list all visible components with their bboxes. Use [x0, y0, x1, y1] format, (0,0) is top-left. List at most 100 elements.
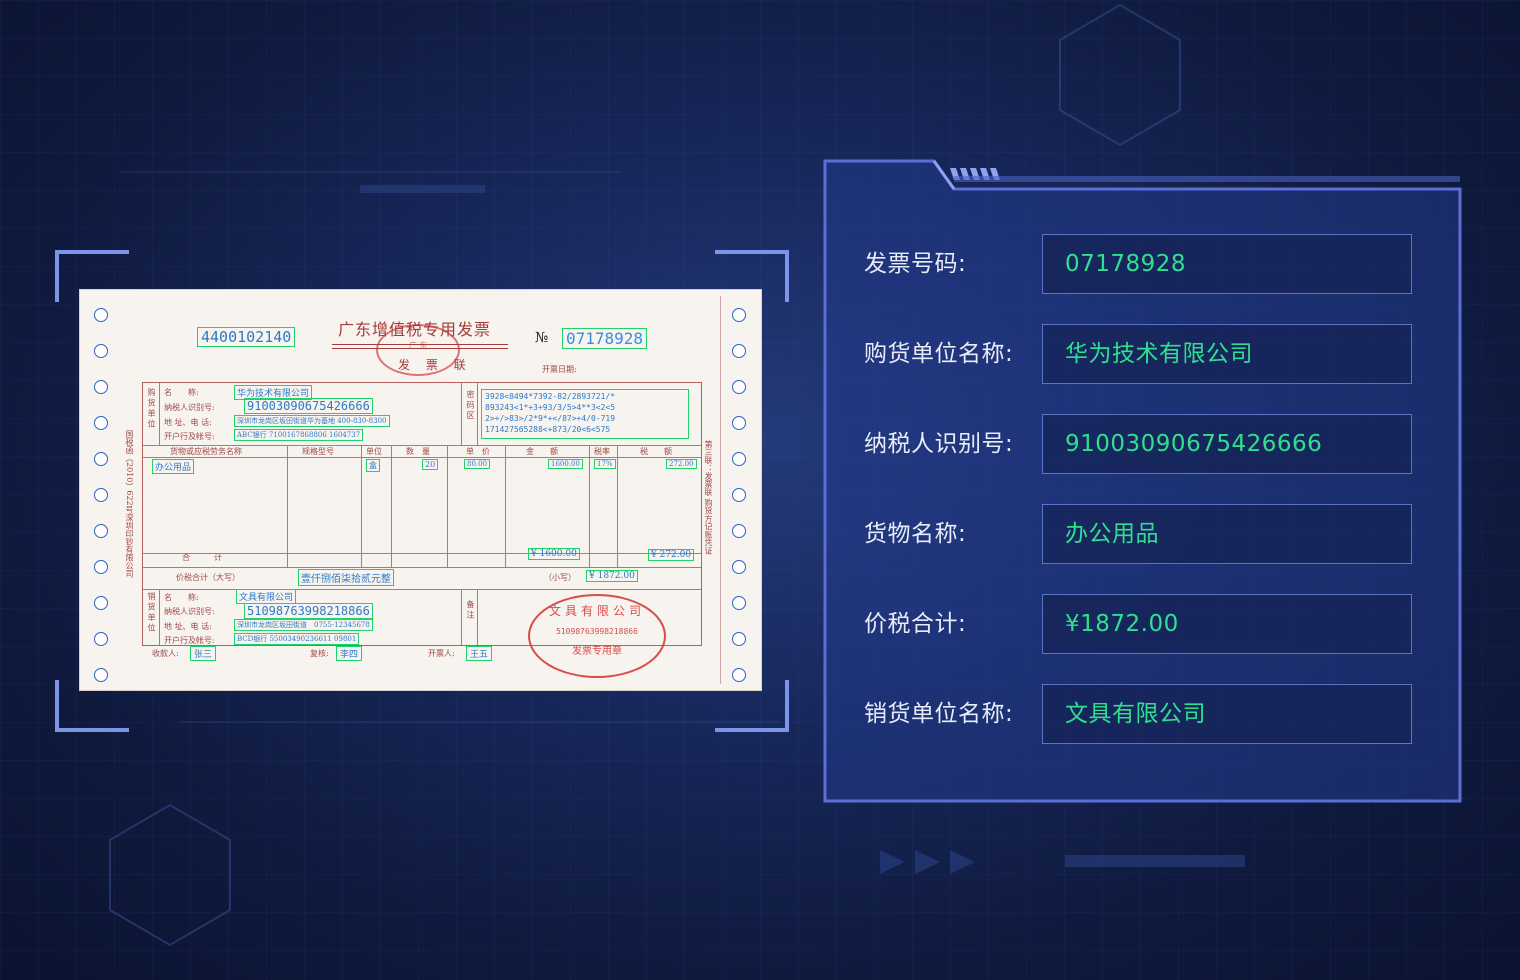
result-value: 91003090675426666 — [1065, 431, 1323, 457]
ocr-box-item-amount: 1600.00 — [548, 459, 583, 469]
reviewer-label: 复核: — [310, 649, 329, 658]
ocr-box-invoice-number: 07178928 — [562, 328, 648, 349]
total-label: 合 计 — [182, 553, 222, 562]
buyer-address-label: 地 址、电 话: — [164, 418, 212, 427]
result-label: 纳税人识别号: — [864, 431, 1014, 457]
result-row-taxpayer-id: 纳税人识别号: 91003090675426666 — [864, 414, 1412, 474]
ocr-box-payee: 张三 — [190, 646, 217, 661]
column-tax-label: 税 额 — [640, 447, 672, 456]
cipher-line: 3928<8494*7392-82/2893721/* — [485, 392, 616, 401]
buyer-bank-label: 开户行及帐号: — [164, 432, 215, 441]
seller-side-label: 销 货 单 位 — [147, 592, 156, 632]
scan-corner-top-right — [715, 250, 789, 302]
ocr-box-grand-total-small: ¥ 1872.00 — [586, 570, 638, 582]
invoice-side-strip — [720, 296, 755, 684]
result-label: 价税合计: — [864, 611, 967, 637]
ocr-box-buyer-bank: ABC银行 7100167868806 1604737 — [234, 429, 364, 441]
cipher-label: 密 码 区 — [466, 390, 475, 420]
result-value-box[interactable]: ¥1872.00 — [1042, 594, 1412, 654]
title-rule — [332, 344, 508, 345]
ocr-box-seller-address: 深圳市龙岗区坂田街道 0755-12345678 — [234, 619, 373, 631]
result-value-box[interactable]: 91003090675426666 — [1042, 414, 1412, 474]
ocr-box-item-tax: 272.00 — [666, 459, 697, 469]
scan-corner-bottom-right — [715, 680, 789, 732]
invoice-subtitle: 发 票 联 — [398, 358, 472, 372]
ocr-box-grand-total-upper: 壹仟捌佰柒拾贰元整 — [298, 569, 394, 586]
seller-address-label: 地 址、电 话: — [164, 622, 212, 631]
result-value-box[interactable]: 办公用品 — [1042, 504, 1412, 564]
perforation-left — [94, 308, 110, 690]
result-label: 货物名称: — [864, 521, 967, 547]
payee-label: 收款人: — [152, 649, 179, 658]
ocr-box-buyer-address: 深圳市龙岗区坂田街道华为基地 400-830-8300 — [234, 415, 390, 427]
invoice-image: 国税函（2010）622号深圳印钞有限公司 第三联：发票联 购货方记账凭证 44… — [80, 290, 761, 690]
result-panel: 发票号码: 07178928 购货单位名称: 华为技术有限公司 纳税人识别号: … — [822, 158, 1463, 804]
result-value-box[interactable]: 文具有限公司 — [1042, 684, 1412, 744]
ocr-box-cipher: 3928<8494*7392-82/2893721/* 893243<1*+3+… — [481, 389, 689, 439]
ocr-box-item-price: 80.00 — [464, 459, 491, 469]
issue-date-label: 开票日期: — [542, 365, 577, 374]
grand-total-label: 价税合计（大写） — [176, 573, 240, 582]
invoice-side-text-left: 国税函（2010）622号深圳印钞有限公司 — [125, 430, 134, 578]
stamp-company-name: 文具有限公司 — [548, 604, 645, 618]
invoice-side-text-right: 第三联：发票联 购货方记账凭证 — [704, 440, 713, 555]
column-unit-label: 单位 — [366, 447, 382, 456]
ocr-box-item-qty: 20 — [422, 459, 439, 470]
scan-frame — [55, 250, 789, 732]
buyer-name-label: 名 称: — [164, 388, 199, 397]
ocr-box-drawer: 王五 — [466, 646, 493, 661]
scan-corner-top-left — [55, 250, 129, 302]
result-value-box[interactable]: 华为技术有限公司 — [1042, 324, 1412, 384]
company-stamp: 文具有限公司 51098763998218866 发票专用章 — [528, 594, 666, 678]
invoice-header-stamp: 广 东 — [376, 324, 460, 376]
scan-corner-bottom-left — [55, 680, 129, 732]
seller-taxid-label: 纳税人识别号: — [164, 607, 215, 616]
column-qty-label: 数 量 — [406, 447, 430, 456]
stamp-taxid: 51098763998218866 — [556, 627, 638, 636]
ocr-box-reviewer: 李四 — [336, 646, 363, 661]
result-value: 07178928 — [1065, 251, 1187, 277]
buyer-side-label: 购 货 单 位 — [147, 388, 156, 428]
perforation-right — [732, 308, 748, 690]
column-spec-label: 规格型号 — [302, 447, 334, 456]
ocr-box-buyer-name: 华为技术有限公司 — [234, 385, 313, 400]
number-symbol: № — [535, 330, 549, 346]
column-item-label: 货物或应税劳务名称 — [170, 447, 242, 456]
ocr-box-total-tax: ¥ 272.00 — [648, 549, 695, 561]
seller-name-label: 名 称: — [164, 593, 199, 602]
result-row-seller-name: 销货单位名称: 文具有限公司 — [864, 684, 1412, 744]
title-rule-2 — [332, 348, 508, 349]
column-rate-label: 税率 — [594, 447, 610, 456]
header-stamp-text: 广 东 — [408, 341, 428, 350]
ocr-box-buyer-taxid: 91003090675426666 — [244, 398, 373, 414]
drawer-label: 开票人: — [428, 649, 455, 658]
invoice-table — [142, 382, 702, 646]
result-label: 发票号码: — [864, 251, 967, 277]
grand-total-small-label: （小写） — [544, 573, 576, 582]
ocr-box-total-amount: ¥ 1600.00 — [528, 548, 580, 560]
remarks-label: 备 注 — [466, 600, 475, 619]
column-price-label: 单 价 — [466, 447, 490, 456]
ocr-box-seller-bank: BCD银行 55003490236611 09801 — [234, 633, 360, 645]
result-value: 文具有限公司 — [1065, 701, 1206, 727]
ocr-box-item-unit: 盒 — [366, 459, 380, 472]
ocr-box-item-name: 办公用品 — [152, 459, 195, 474]
result-row-invoice-number: 发票号码: 07178928 — [864, 234, 1412, 294]
result-value: ¥1872.00 — [1065, 611, 1179, 637]
ocr-box-seller-name: 文具有限公司 — [236, 589, 297, 604]
result-value: 华为技术有限公司 — [1065, 341, 1253, 367]
cipher-line: 171427565288<+873/20<6<575 — [485, 425, 611, 434]
result-value: 办公用品 — [1065, 521, 1159, 547]
buyer-taxid-label: 纳税人识别号: — [164, 403, 215, 412]
cipher-line: 2>+/>83>/2*9*+</87>+4/0-719 — [485, 414, 616, 423]
seller-bank-label: 开户行及帐号: — [164, 636, 215, 645]
result-value-box[interactable]: 07178928 — [1042, 234, 1412, 294]
invoice-title: 广东增值税专用发票 — [338, 320, 492, 339]
result-row-buyer-name: 购货单位名称: 华为技术有限公司 — [864, 324, 1412, 384]
ocr-box-item-rate: 17% — [594, 459, 616, 469]
result-row-total: 价税合计: ¥1872.00 — [864, 594, 1412, 654]
cipher-line: 893243<1*+3+93/3/5>4**3<2<5 — [485, 403, 616, 412]
column-amount-label: 金 额 — [526, 447, 558, 456]
stamp-footer: 发票专用章 — [572, 646, 622, 657]
